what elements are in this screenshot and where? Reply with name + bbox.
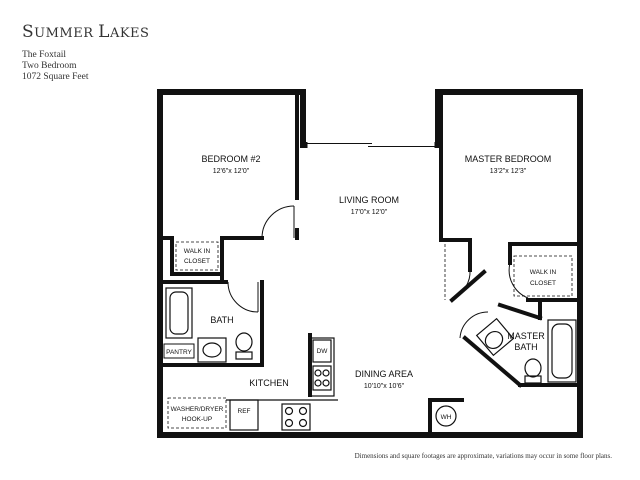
exterior-walls [157, 89, 583, 438]
wh-label: WH [441, 414, 452, 421]
dining-area-label: DINING AREA [355, 369, 413, 379]
washer-dryer-line1: WASHER/DRYER [171, 406, 224, 413]
pantry [163, 343, 195, 359]
bedroom2-label: BEDROOM #2 [201, 154, 260, 164]
pantry-label: PANTRY [166, 349, 192, 356]
bedroom-count: Two Bedroom [22, 61, 77, 71]
sliding-doors [306, 142, 436, 148]
title-initial-s: S [22, 22, 35, 42]
walk-in-closet-right-line2: CLOSET [530, 280, 556, 287]
living-room-label: LIVING ROOM [339, 195, 399, 205]
outer-wall [157, 89, 583, 438]
title-rest-ummer: UMMER [34, 26, 99, 41]
walk-in-closet-left-line1: WALK IN [184, 248, 211, 255]
living-room-dims: 17'0"x 12'0" [351, 209, 388, 216]
bath-fixtures [197, 317, 542, 384]
ref-label: REF [238, 408, 251, 415]
interior-walls [161, 93, 580, 434]
door-swings [227, 205, 529, 339]
walk-in-closet-right-line1: WALK IN [530, 269, 557, 276]
plan-name: The Foxtail [22, 50, 67, 60]
washer-dryer-line2: HOOK-UP [182, 416, 212, 423]
title-initial-l: L [98, 22, 110, 42]
bathtubs [165, 287, 577, 383]
master-bath-label-line1: MASTER [507, 331, 545, 341]
kitchen-fixtures [226, 337, 457, 431]
master-bedroom-dims: 13'2"x 12'3" [490, 168, 527, 175]
bath-label: BATH [210, 315, 233, 325]
dining-area-dims: 10'10"x 10'6" [364, 383, 405, 390]
plan-header: SUMMER LAKES The Foxtail Two Bedroom 107… [22, 22, 149, 83]
master-bedroom-label: MASTER BEDROOM [465, 154, 552, 164]
kitchen-label: KITCHEN [249, 378, 289, 388]
disclaimer-footnote: Dimensions and square footages are appro… [354, 452, 612, 460]
title-rest-akes: AKES [109, 26, 150, 41]
walk-in-closet-left-line2: CLOSET [184, 258, 210, 265]
square-footage: 1072 Square Feet [22, 72, 89, 82]
dw-label: DW [317, 348, 329, 355]
master-bath-label-line2: BATH [514, 342, 537, 352]
property-title: SUMMER LAKES [22, 22, 149, 42]
closet-dashes [167, 241, 573, 429]
bedroom2-dims: 12'6"x 12'0" [213, 168, 250, 175]
